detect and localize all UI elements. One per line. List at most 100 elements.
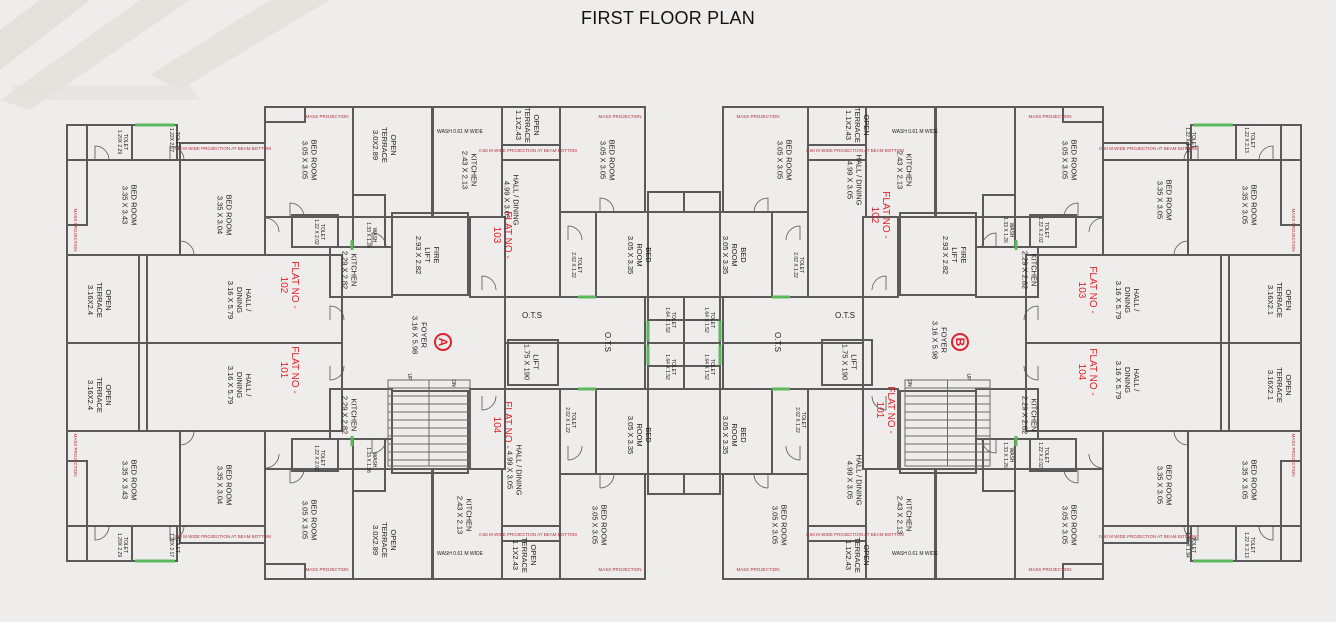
door-swing <box>785 445 801 461</box>
plan-annotation: WASH 0.61 M WIDE <box>437 551 484 557</box>
wall <box>1062 563 1104 580</box>
room-label: TOLET1.22X 2.17 <box>168 128 180 152</box>
plan-annotation: MASS PROJECTION <box>1291 433 1296 476</box>
room-label: WASH1.33 X 1.26 <box>365 222 377 248</box>
plan-annotation: MASS PROJECTION <box>1028 114 1071 119</box>
door-swing <box>753 197 769 213</box>
room-label: TOLET1.22 X 2.02 <box>1037 217 1049 243</box>
plan-annotation: DN <box>450 379 456 387</box>
background-stripes <box>0 0 330 110</box>
plan-annotation: WASH 0.61 M WIDE <box>892 551 939 557</box>
room-label: TOLET1.22 X 2.02 <box>313 219 325 245</box>
wall <box>1235 525 1282 562</box>
room-label: TOLET1.22 X 1.94 <box>1184 127 1196 153</box>
wall <box>862 216 899 298</box>
plan-annotation: UP <box>406 374 412 382</box>
wall <box>1235 124 1282 161</box>
wall <box>771 388 809 475</box>
wall <box>1029 438 1077 472</box>
room-label: KITCHEN2.29 X 2.82 <box>341 251 359 289</box>
door-swing <box>94 525 110 541</box>
room-label: TOLET2.02 X 1.22 <box>792 252 804 278</box>
wall <box>934 106 1016 218</box>
room-label: KITCHEN2.43 X 2.13 <box>456 496 474 534</box>
wing-b-label: B <box>953 338 967 347</box>
room-label: BED ROOM3.05 X 3.05 <box>591 505 609 546</box>
room-label: KITCHEN2.43 X 2.13 <box>896 496 914 534</box>
wing-b-marker: B <box>951 333 969 351</box>
wall <box>1280 124 1302 226</box>
plan-annotation: WASH 0.61 M WIDE <box>892 129 939 135</box>
wall <box>1220 342 1230 432</box>
room-label: BED ROOM3.35 X 3.43 <box>121 185 139 226</box>
wing-a-label: A <box>436 338 450 347</box>
doors <box>94 145 1274 541</box>
room-label: BED ROOM3.05 X 3.05 <box>776 140 794 181</box>
room-label: KITCHEN2.29 X 2.82 <box>1021 396 1039 434</box>
wing-b-circle <box>951 333 969 351</box>
room-label: BED ROOM3.35 X 3.04 <box>216 195 234 236</box>
door-swing <box>289 202 305 218</box>
wall <box>391 390 469 474</box>
room-label: BED ROOM3.05 X 3.05 <box>1061 505 1079 546</box>
walls <box>66 106 1302 580</box>
room-label: OPENTERRACE3.16X2.4 <box>86 282 113 318</box>
room-label: BED ROOM3.35 X 3.05 <box>1156 180 1174 221</box>
flat-number-label: FLAT NO -101 <box>278 346 300 393</box>
room-label: OPENTERRACE1.1X2.43 <box>514 107 541 143</box>
room-label: OPENTERRACE1.1X2.43 <box>844 107 871 143</box>
wall <box>138 254 148 344</box>
room-label: OPENTERRACE3.0X2.89 <box>371 127 398 163</box>
wall <box>722 296 864 344</box>
door-swing <box>871 275 887 291</box>
door-swing <box>1173 240 1189 256</box>
plan-annotation: MASS PROJECTION <box>73 433 78 476</box>
room-label: HALL / DINING4.99 X 3.05 <box>846 455 864 506</box>
wall <box>352 106 434 218</box>
wall <box>899 390 977 474</box>
room-label: HALL /DINING3.16 X 5.79 <box>1114 281 1141 319</box>
room-label: OPENTERRACE1.1X2.43 <box>511 537 538 573</box>
room-label: OPENTERRACE3.16X2.1 <box>1266 367 1293 403</box>
room-label: BEDROOM3.05 X 3.35 <box>626 416 653 454</box>
room-label: TOLET1.22 X 2.13 <box>1243 532 1255 558</box>
room-label: TOLET1.22 X 2.02 <box>313 445 325 471</box>
room-label: BED ROOM3.05 X 3.05 <box>1061 140 1079 181</box>
room-label: BED ROOM3.35 X 3.05 <box>1241 185 1259 226</box>
wing-a-circle <box>434 333 452 351</box>
door-swing <box>871 395 887 411</box>
room-label: LIFT1.75 X 190 <box>523 344 541 380</box>
room-label: OPENTERRACE3.16X2.1 <box>1266 282 1293 318</box>
plan-annotation: O.T.S <box>773 332 782 352</box>
door-swing <box>1258 145 1274 161</box>
wall <box>1102 142 1189 161</box>
door-swing <box>94 145 110 161</box>
wall <box>982 194 1016 248</box>
plan-annotation: MASS PROJECTION <box>73 208 78 251</box>
room-label: TOLET1.22 X 2.13 <box>1243 127 1255 153</box>
door-swing <box>1258 525 1274 541</box>
room-label: TOLET1.64 X 1.52 <box>664 307 676 333</box>
flat-number-label: FLAT NO -102 <box>278 261 300 308</box>
room-label: WASH1.33 X 1.26 <box>1002 442 1014 468</box>
room-label: TOLET1.64 X 1.52 <box>703 307 715 333</box>
room-label: KITCHEN2.29 X 2.82 <box>341 396 359 434</box>
door-swing <box>481 395 497 411</box>
wall <box>934 468 1016 580</box>
plan-annotation: 0.60 M WIDE PROJECTION AT BEAM BOTTOM <box>806 532 904 537</box>
door-swing <box>264 453 280 469</box>
plan-annotation: DN <box>906 379 912 387</box>
wall <box>683 191 721 213</box>
room-label: TOLET1.20X 2.29 <box>116 533 128 557</box>
wall <box>264 563 306 580</box>
wall <box>975 388 1039 440</box>
flat-number-label: FLAT NO -103 <box>491 211 513 258</box>
wall <box>504 342 646 390</box>
wing-a-marker: A <box>434 333 452 351</box>
door-swing <box>169 525 185 541</box>
wall <box>1102 525 1189 544</box>
wall <box>647 191 685 213</box>
room-label: BED ROOM3.05 X 3.05 <box>301 140 319 181</box>
plan-annotation: MASS PROJECTION <box>305 114 348 119</box>
wall <box>1062 106 1104 123</box>
